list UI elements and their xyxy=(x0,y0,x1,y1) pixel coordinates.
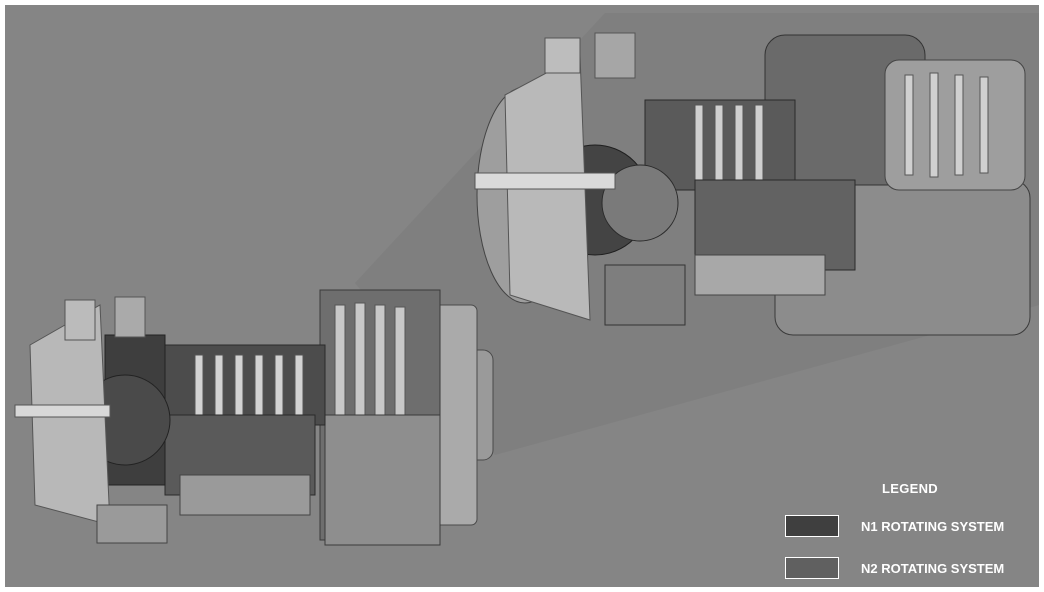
legend-swatch-n2 xyxy=(785,557,839,579)
enlarged-engine-cutaway xyxy=(474,32,1031,336)
legend-label-n1: N1 ROTATING SYSTEM xyxy=(861,519,1005,534)
turbine-blades-large xyxy=(904,72,989,178)
engine-cutaway-illustration xyxy=(14,13,1039,546)
diagram-frame: LEGEND N1 ROTATING SYSTEM N2 ROTATING SY… xyxy=(5,5,1039,587)
legend-label-n2: N2 ROTATING SYSTEM xyxy=(861,561,1005,576)
legend-title: LEGEND xyxy=(882,481,938,496)
legend-swatch-n1 xyxy=(785,515,839,537)
full-engine-cutaway xyxy=(14,289,494,546)
legend-item-n2: N2 ROTATING SYSTEM xyxy=(785,557,1039,581)
legend-item-n1: N1 ROTATING SYSTEM xyxy=(785,515,1039,539)
legend: LEGEND N1 ROTATING SYSTEM N2 ROTATING SY… xyxy=(777,475,1039,585)
